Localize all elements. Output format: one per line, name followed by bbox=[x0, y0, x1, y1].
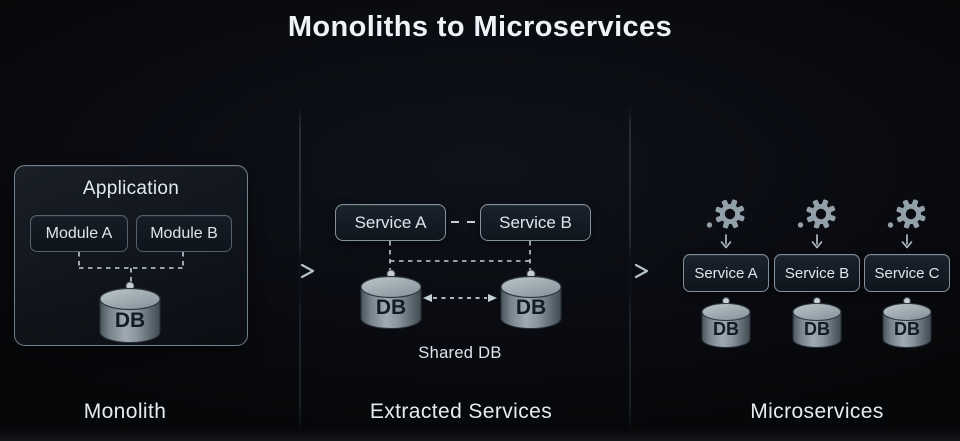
microservice-c-box: Service C bbox=[864, 254, 950, 292]
module-a-label: Module A bbox=[45, 224, 113, 242]
database-cylinder-icon: DB bbox=[360, 269, 422, 329]
module-b-box: Module B bbox=[136, 215, 232, 252]
db-label: DB bbox=[713, 319, 739, 339]
db-label: DB bbox=[376, 296, 406, 319]
down-arrow-icon bbox=[811, 234, 823, 249]
module-b-label: Module B bbox=[150, 224, 218, 242]
microservice-b-label: Service B bbox=[784, 264, 850, 282]
service-b-box: Service B bbox=[480, 204, 591, 241]
monolith-section-label: Monolith bbox=[83, 400, 167, 423]
service-a-box: Service A bbox=[335, 204, 446, 241]
gear-icon bbox=[706, 199, 745, 229]
db-label: DB bbox=[115, 309, 145, 332]
db-label: DB bbox=[804, 319, 830, 339]
db-label: DB bbox=[516, 296, 546, 319]
microservice-column-a: Service A DB bbox=[676, 198, 776, 352]
application-title: Application bbox=[82, 178, 180, 199]
gear-icon bbox=[797, 199, 836, 229]
microservices-section-label: Microservices bbox=[750, 400, 884, 423]
service-link-dashes bbox=[451, 221, 477, 223]
gear-icon bbox=[887, 199, 926, 229]
right-arrow-icon bbox=[596, 263, 649, 279]
database-cylinder-icon: DB bbox=[99, 281, 161, 343]
microservice-column-b: Service B DB bbox=[767, 198, 867, 352]
database-cylinder-icon: DB bbox=[500, 269, 562, 329]
shared-db-label: Shared DB bbox=[418, 344, 502, 362]
section-divider-right bbox=[629, 106, 631, 432]
extracted-section-label: Extracted Services bbox=[369, 400, 553, 423]
db-label: DB bbox=[894, 319, 920, 339]
service-a-label: Service A bbox=[354, 212, 427, 232]
database-cylinder-icon: DB bbox=[701, 297, 751, 348]
application-container: Application bbox=[14, 165, 248, 346]
bottom-glow bbox=[0, 429, 960, 441]
page-title: Monoliths to Microservices bbox=[287, 11, 673, 43]
service-b-label: Service B bbox=[499, 212, 572, 232]
down-arrow-icon bbox=[720, 234, 732, 249]
microservice-a-box: Service A bbox=[683, 254, 769, 292]
db-sync-arrow bbox=[423, 294, 497, 302]
microservice-column-c: Service C DB bbox=[857, 198, 957, 352]
database-cylinder-icon: DB bbox=[882, 297, 932, 348]
database-cylinder-icon: DB bbox=[792, 297, 842, 348]
microservice-c-label: Service C bbox=[874, 264, 940, 282]
microservice-a-label: Service A bbox=[694, 264, 758, 282]
section-divider-left bbox=[299, 106, 301, 432]
monolith-connector-lines bbox=[78, 252, 184, 283]
right-arrow-icon bbox=[262, 263, 315, 279]
down-arrow-icon bbox=[901, 234, 913, 249]
microservice-b-box: Service B bbox=[774, 254, 860, 292]
module-a-box: Module A bbox=[30, 215, 128, 252]
